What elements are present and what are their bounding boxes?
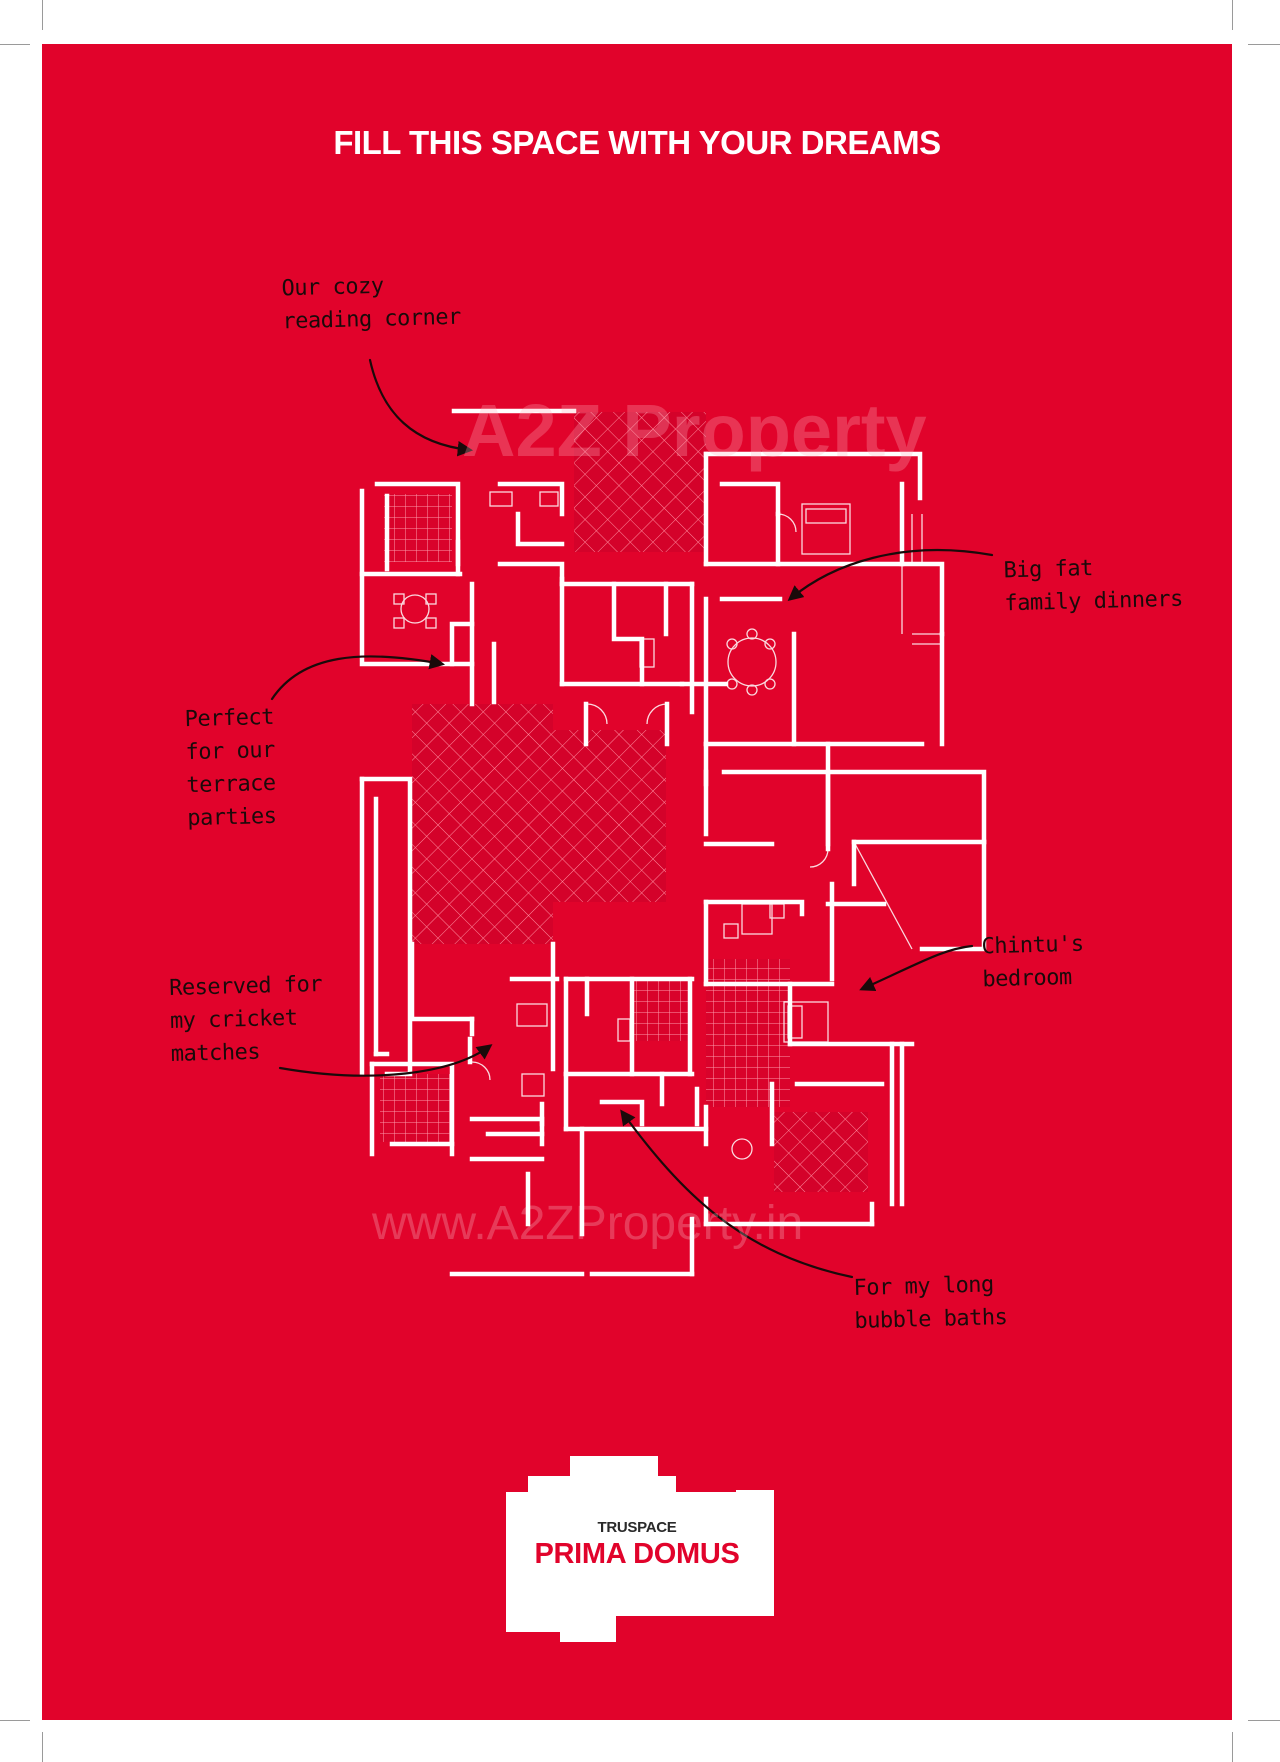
poster-headline: FILL THIS SPACE WITH YOUR DREAMS [333,124,941,161]
toilet-tiles [380,1074,452,1142]
toilet-tiles [384,494,452,562]
annotation-arrows [270,358,994,1279]
arrow-terrace-parties [270,654,446,701]
crop-mark [1232,0,1233,30]
annotation-chintu-bedroom: Chintu's bedroom [981,931,1084,993]
crop-mark [42,0,43,30]
logo-name: PRIMA DOMUS [534,1538,740,1570]
arrow-bubble-baths [620,1109,854,1279]
watermark-logo: A2Z Property [462,389,927,472]
annotation-cricket-matches: Reserved for my cricket matches [168,972,323,1067]
plan-furniture [393,491,985,1160]
watermark-url: www.A2ZProperty.in [372,1197,804,1250]
crop-mark [1232,1732,1233,1762]
crop-mark [42,1732,43,1762]
annotation-family-dinners: Big fat family dinners [1003,556,1184,617]
crop-mark [0,1720,30,1721]
crop-mark [1248,44,1280,45]
crop-mark [0,44,30,45]
terrace-hatch-lower [774,1112,868,1192]
terrace-hatch-main [412,704,666,944]
plan-walls [359,408,987,1277]
arrow-reading-corner [368,358,474,457]
crop-mark [1248,1720,1280,1721]
toilet-tiles [706,959,790,1107]
logo-brand: TRUSPACE [597,1519,677,1536]
annotation-reading-corner: Our cozy reading corner [281,273,462,335]
watermark-logo-text: A2Z Property [462,389,927,472]
floor-plan [270,358,994,1279]
terrace-hatch-top [574,412,706,552]
annotation-terrace-parties: Perfect for our terrace parties [184,704,277,832]
poster: FILL THIS SPACE WITH YOUR DREAMS [42,44,1232,1720]
arrow-family-dinners [787,548,994,601]
annotation-bubble-baths: For my long bubble baths [853,1272,1008,1334]
prima-domus-logo [506,1456,774,1642]
arrow-chintu-bedroom [859,944,974,992]
toilet-tiles [632,979,690,1041]
arrow-cricket-matches [278,1044,493,1077]
